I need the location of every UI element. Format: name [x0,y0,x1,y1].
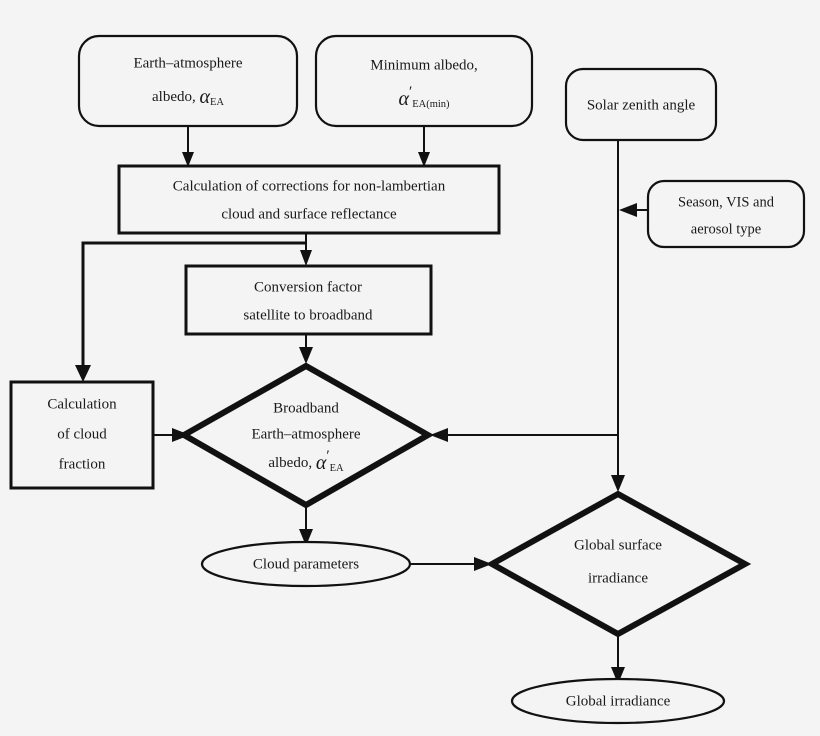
edge-corrections-to-cloud-fraction [75,241,306,382]
node-minimum-albedo[interactable]: Minimum albedo, α′EA(min) [314,34,534,128]
broadband-albedo-prime: ′ [326,448,329,464]
broadband-albedo-line3: albedo, α′EA [268,448,344,474]
node-conversion-factor[interactable]: Conversion factor satellite to broadband [184,264,433,336]
edge-ea-albedo-to-corrections [182,126,194,167]
broadband-albedo-subscript: EA [330,463,344,474]
global-irradiance-label: Global irradiance [566,693,671,709]
node-season-vis-aerosol[interactable]: Season, VIS and aerosol type [646,179,806,249]
ea-albedo-prefix: albedo, [152,89,199,105]
node-broadband-albedo[interactable]: Broadband Earth–atmosphere albedo, α′EA [177,362,435,509]
earth-atmosphere-albedo-line1: Earth–atmosphere [133,55,242,71]
min-albedo-prime: ′ [409,84,412,100]
node-global-surface-irradiance[interactable]: Global surface irradiance [485,490,752,638]
season-vis-aerosol-line1: Season, VIS and [678,194,775,210]
edge-trunk-to-global-surface [611,475,625,492]
cloud-parameters-label: Cloud parameters [253,556,359,572]
node-cloud-fraction[interactable]: Calculation of cloud fraction [9,380,155,490]
min-albedo-subscript: EA(min) [412,99,450,110]
broadband-albedo-alpha-symbol: α [316,452,327,474]
global-surface-irradiance-line1: Global surface [574,537,662,553]
minimum-albedo-line1: Minimum albedo, [370,57,478,73]
node-cloud-parameters[interactable]: Cloud parameters [200,540,412,588]
broadband-albedo-prefix: albedo, [268,455,315,471]
cloud-fraction-line3: fraction [59,456,106,472]
edge-corrections-to-conversion [300,233,312,266]
edge-global-surface-to-global-irradiance [611,636,625,684]
edge-min-albedo-to-corrections [418,126,430,167]
edge-trunk-to-broadband [430,428,618,442]
solar-zenith-angle-label: Solar zenith angle [587,97,696,113]
edge-broadband-to-cloud-parameters [299,508,313,546]
ea-albedo-alpha-symbol: α [199,86,210,108]
season-vis-aerosol-line2: aerosol type [691,221,761,237]
conversion-factor-line1: Conversion factor [254,279,362,295]
edge-season-to-trunk [619,203,648,217]
corrections-line1: Calculation of corrections for non-lambe… [173,178,446,194]
min-albedo-alpha-symbol: α [398,88,409,110]
cloud-fraction-line2: of cloud [57,426,107,442]
edge-conversion-to-broadband [299,334,313,364]
edge-cloud-parameters-to-global-surface [410,557,492,571]
global-surface-irradiance-line2: irradiance [588,570,648,586]
node-global-irradiance[interactable]: Global irradiance [510,677,726,725]
conversion-factor-line2: satellite to broadband [243,307,373,323]
cloud-fraction-line1: Calculation [47,396,117,412]
earth-atmosphere-albedo-line2: albedo, αEA [152,86,224,109]
ea-albedo-subscript: EA [210,97,224,108]
node-corrections[interactable]: Calculation of corrections for non-lambe… [117,164,501,235]
broadband-albedo-line2: Earth–atmosphere [251,426,360,442]
node-solar-zenith-angle[interactable]: Solar zenith angle [564,67,718,142]
broadband-albedo-line1: Broadband [273,400,339,416]
minimum-albedo-symbol-line: α′EA(min) [398,84,450,110]
corrections-line2: cloud and surface reflectance [221,206,397,222]
node-earth-atmosphere-albedo[interactable]: Earth–atmosphere albedo, αEA [77,34,299,128]
